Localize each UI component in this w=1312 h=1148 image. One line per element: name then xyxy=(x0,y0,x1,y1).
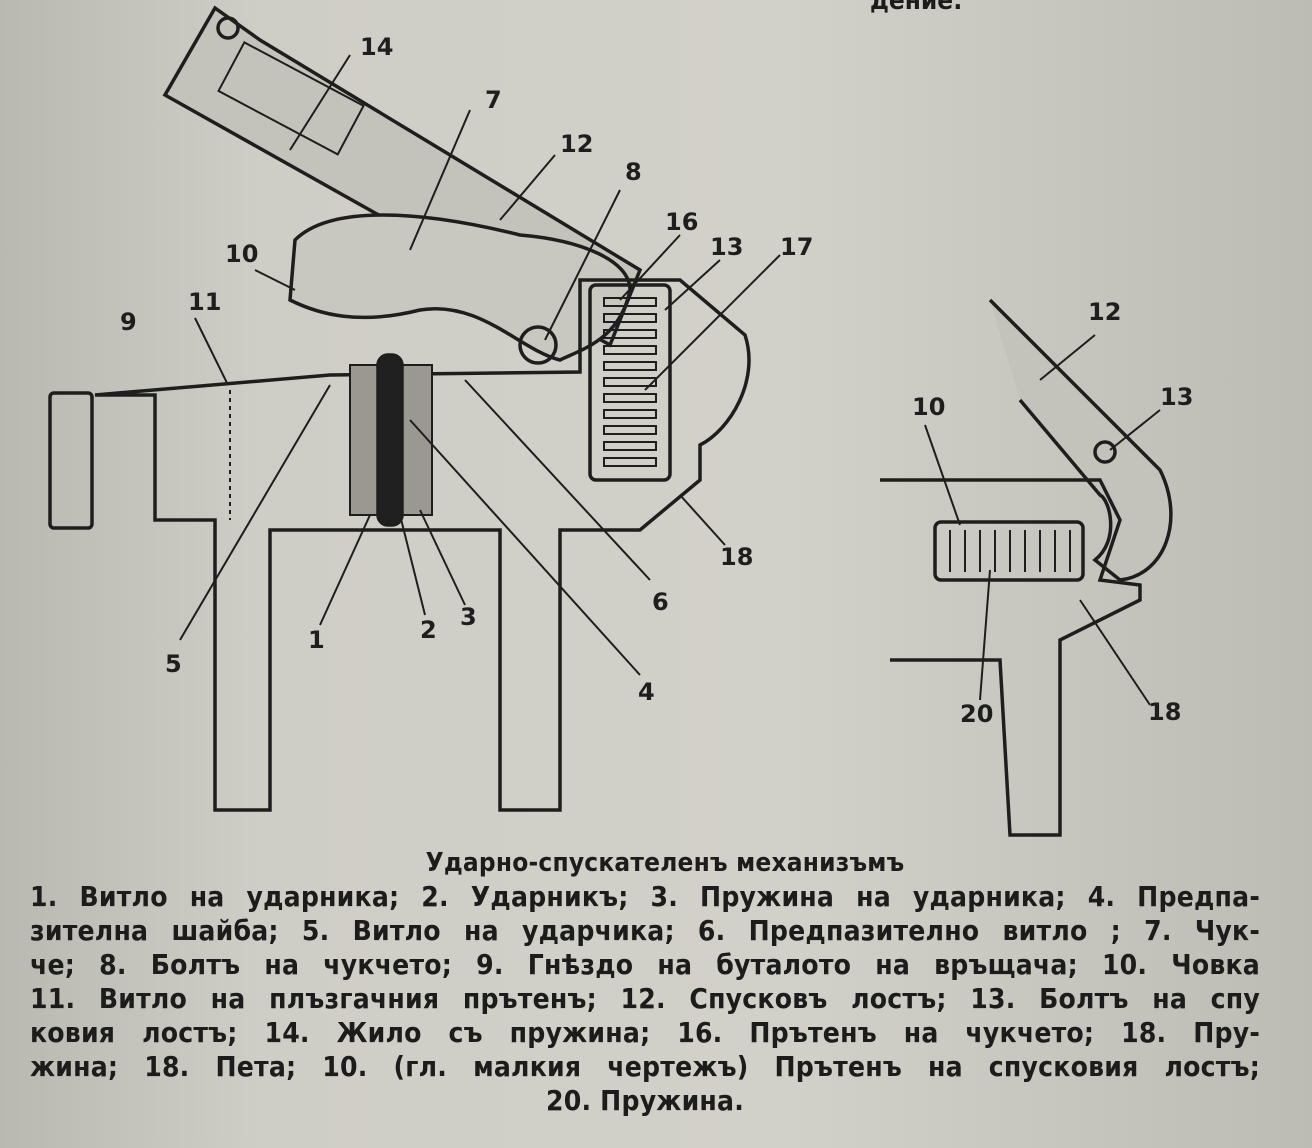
label-8: 8 xyxy=(625,158,642,186)
label-7: 7 xyxy=(485,86,502,114)
label-10: 10 xyxy=(225,240,258,268)
firing-pin-spring-shape xyxy=(217,41,365,156)
label-13: 13 xyxy=(710,233,743,261)
label-18: 18 xyxy=(720,543,753,571)
label-16: 16 xyxy=(665,208,698,236)
caption-line: 11. Витло на плъзгачния прътенъ; 12. Спу… xyxy=(30,982,1260,1015)
hammer-bolt xyxy=(518,325,558,365)
lever-hole xyxy=(216,16,240,40)
figure-caption: Ударно-спускателенъ механизъмъ 1. Витло … xyxy=(30,846,1260,1118)
label-1: 1 xyxy=(308,626,325,654)
small-label-13: 13 xyxy=(1160,383,1193,411)
label-11: 11 xyxy=(188,288,221,316)
small-label-18: 18 xyxy=(1148,698,1181,726)
label-4: 4 xyxy=(638,678,655,706)
caption-line: жина; 18. Пета; 10. (гл. малкия чертежъ)… xyxy=(30,1050,1260,1083)
label-14: 14 xyxy=(360,33,393,61)
label-5: 5 xyxy=(165,650,182,678)
top-text-fragment: дение: xyxy=(870,0,963,16)
label-6: 6 xyxy=(652,588,669,616)
small-drawing xyxy=(880,298,1173,837)
label-17: 17 xyxy=(780,233,813,261)
spring-coils xyxy=(603,297,657,467)
caption-title: Ударно-спускателенъ механизъмъ xyxy=(425,848,905,878)
label-2: 2 xyxy=(420,616,437,644)
small-label-12: 12 xyxy=(1088,298,1121,326)
mechanism-diagram: 14 7 12 8 16 13 17 10 9 11 5 1 2 3 4 6 1… xyxy=(48,5,1193,837)
caption-line: че; 8. Болтъ на чукчето; 9. Гнѣздо на бу… xyxy=(30,948,1260,981)
label-9: 9 xyxy=(120,308,137,336)
main-labels: 14 7 12 8 16 13 17 10 9 11 5 1 2 3 4 6 1… xyxy=(120,33,813,706)
firing-pin xyxy=(376,353,404,527)
small-labels: 12 13 10 20 18 xyxy=(912,298,1193,728)
label-3: 3 xyxy=(460,603,477,631)
small-label-10: 10 xyxy=(912,393,945,421)
returner-piston-shape xyxy=(48,391,94,530)
main-drawing xyxy=(48,5,781,812)
spring-housing xyxy=(588,283,672,482)
housing-shape xyxy=(94,278,751,812)
small-label-20: 20 xyxy=(960,700,993,728)
caption-line: 20. Пружина. xyxy=(545,1084,745,1117)
caption-line: ковия лостъ; 14. Жило съ пружина; 16. Пр… xyxy=(30,1016,1260,1049)
label-12: 12 xyxy=(560,130,593,158)
caption-line: 1. Витло на ударника; 2. Ударникъ; 3. Пр… xyxy=(30,880,1260,913)
caption-line: зителна шайба; 5. Витло на ударчика; 6. … xyxy=(30,914,1260,947)
